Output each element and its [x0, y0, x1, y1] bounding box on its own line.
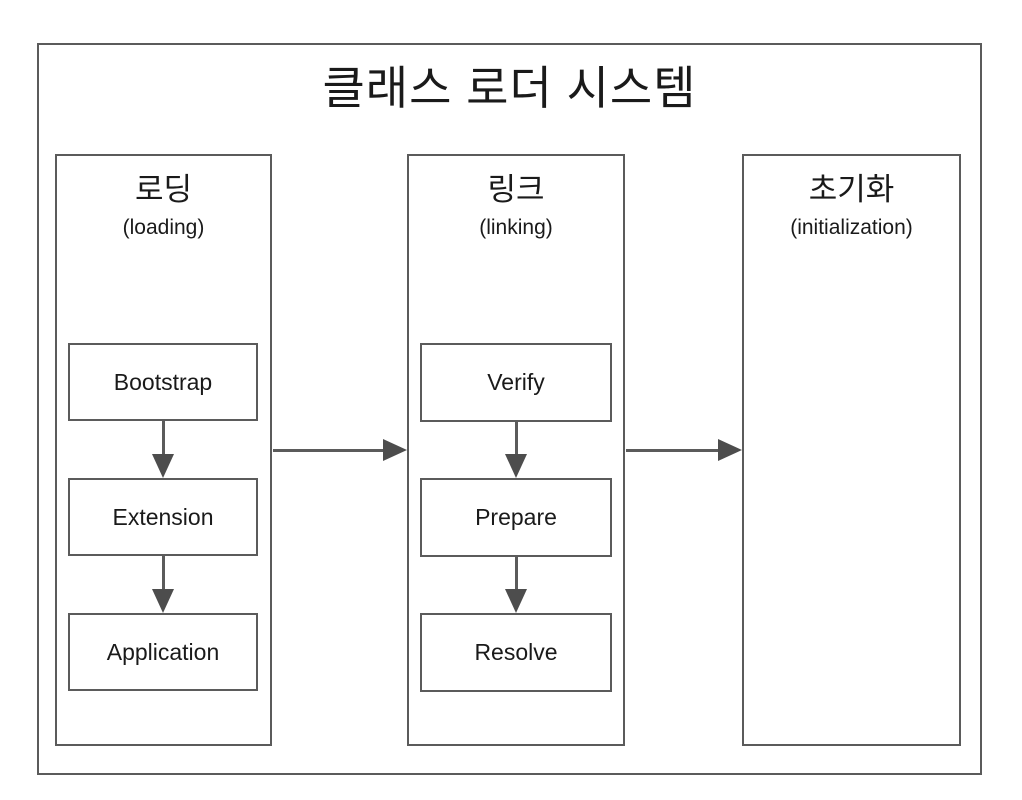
step-box-extension: Extension: [68, 478, 258, 556]
arrow-shaft: [273, 448, 385, 452]
phase-header-initialization: 초기화 (initialization): [744, 156, 959, 240]
phase-title-korean: 초기화: [808, 172, 895, 207]
phase-title-english: (initialization): [790, 215, 913, 239]
phase-box-initialization: 초기화 (initialization): [742, 154, 961, 746]
arrow-verify-to-prepare: [505, 421, 527, 478]
phase-title-korean: 링크: [487, 172, 545, 207]
phase-title-korean: 로딩: [134, 172, 193, 207]
arrow-extension-to-application: [152, 556, 174, 613]
step-box-bootstrap: Bootstrap: [68, 343, 258, 421]
arrow-shaft: [161, 421, 165, 456]
step-box-resolve: Resolve: [420, 613, 612, 692]
arrow-shaft: [161, 556, 165, 591]
arrow-head-down-icon: [152, 454, 174, 478]
arrow-head-down-icon: [505, 589, 527, 613]
arrow-linking-to-initialization: [626, 439, 742, 461]
phase-title-english: (loading): [122, 215, 205, 239]
arrow-head-down-icon: [152, 589, 174, 613]
arrow-prepare-to-resolve: [505, 556, 527, 613]
arrow-shaft: [514, 421, 518, 456]
arrow-shaft: [626, 448, 720, 452]
phase-header-linking: 링크 (linking): [409, 156, 623, 240]
arrow-loading-to-linking: [273, 439, 407, 461]
arrow-bootstrap-to-extension: [152, 421, 174, 478]
diagram-title: 클래스 로더 시스템: [322, 62, 697, 114]
arrow-head-right-icon: [718, 439, 742, 461]
arrow-head-down-icon: [505, 454, 527, 478]
step-box-verify: Verify: [420, 343, 612, 422]
phase-title-english: (linking): [479, 215, 553, 239]
step-box-prepare: Prepare: [420, 478, 612, 557]
step-box-application: Application: [68, 613, 258, 691]
phase-header-loading: 로딩 (loading): [57, 156, 270, 240]
arrow-head-right-icon: [383, 439, 407, 461]
arrow-shaft: [514, 556, 518, 591]
